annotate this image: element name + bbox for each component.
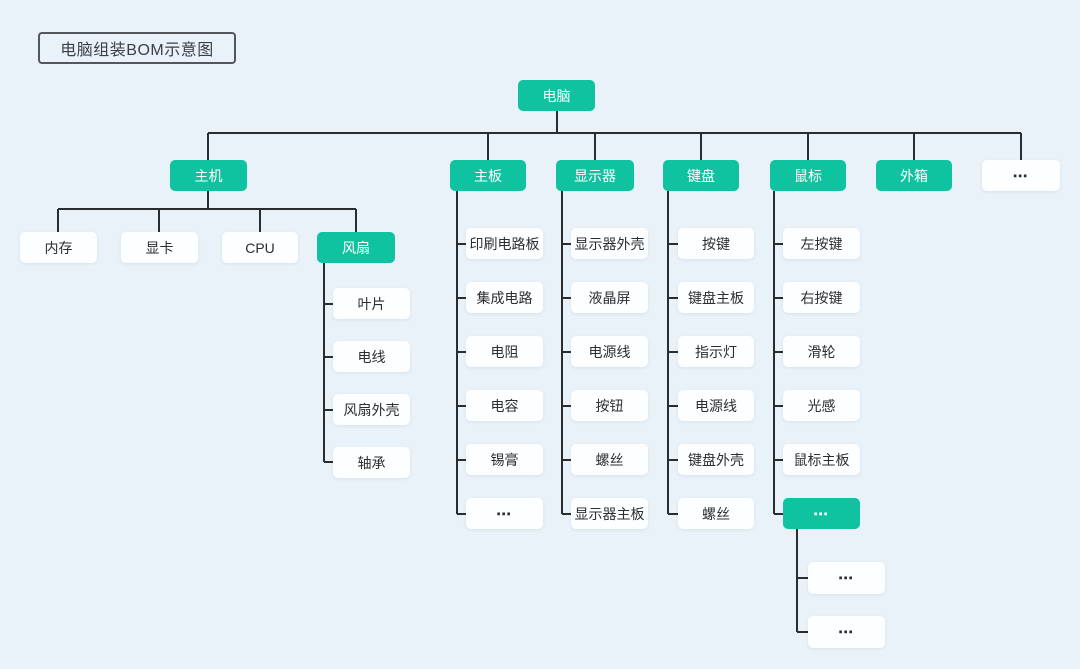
node-fan[interactable]: 风扇 bbox=[317, 232, 395, 263]
connector-motherboard bbox=[456, 191, 466, 515]
node-more-top[interactable]: ⋯ bbox=[982, 160, 1060, 191]
connector-mouse-more bbox=[796, 529, 808, 633]
node-keyboard[interactable]: 键盘 bbox=[663, 160, 739, 191]
node-computer[interactable]: 电脑 bbox=[518, 80, 595, 111]
node-keyboard-screws[interactable]: 螺丝 bbox=[678, 498, 754, 529]
node-monitor-board[interactable]: 显示器主板 bbox=[571, 498, 648, 529]
node-bearing[interactable]: 轴承 bbox=[333, 447, 410, 478]
node-monitor-power-cord[interactable]: 电源线 bbox=[571, 336, 648, 367]
node-left-button[interactable]: 左按键 bbox=[783, 228, 860, 259]
node-ic[interactable]: 集成电路 bbox=[466, 282, 543, 313]
node-monitor-screws[interactable]: 螺丝 bbox=[571, 444, 648, 475]
node-mouse-more-child-2[interactable]: ⋯ bbox=[808, 616, 885, 648]
node-resistor[interactable]: 电阻 bbox=[466, 336, 543, 367]
node-keyboard-board[interactable]: 键盘主板 bbox=[678, 282, 754, 313]
connector-level1-drops bbox=[207, 133, 1022, 160]
node-memory[interactable]: 内存 bbox=[20, 232, 97, 263]
node-mouse-more-child-1[interactable]: ⋯ bbox=[808, 562, 885, 594]
node-motherboard-more[interactable]: ⋯ bbox=[466, 498, 543, 529]
node-indicator-light[interactable]: 指示灯 bbox=[678, 336, 754, 367]
node-keyboard-power-cord[interactable]: 电源线 bbox=[678, 390, 754, 421]
node-scroll-wheel[interactable]: 滑轮 bbox=[783, 336, 860, 367]
node-light-sensor[interactable]: 光感 bbox=[783, 390, 860, 421]
node-motherboard[interactable]: 主板 bbox=[450, 160, 526, 191]
node-mouse-board[interactable]: 鼠标主板 bbox=[783, 444, 860, 475]
node-solder-paste[interactable]: 锡膏 bbox=[466, 444, 543, 475]
node-monitor[interactable]: 显示器 bbox=[556, 160, 634, 191]
node-lcd[interactable]: 液晶屏 bbox=[571, 282, 648, 313]
node-keys[interactable]: 按键 bbox=[678, 228, 754, 259]
node-right-button[interactable]: 右按键 bbox=[783, 282, 860, 313]
node-monitor-case[interactable]: 显示器外壳 bbox=[571, 228, 648, 259]
diagram-title: 电脑组装BOM示意图 bbox=[38, 32, 236, 64]
node-gpu[interactable]: 显卡 bbox=[121, 232, 198, 263]
node-pcb[interactable]: 印刷电路板 bbox=[466, 228, 543, 259]
node-cpu[interactable]: CPU bbox=[222, 232, 298, 263]
node-outer-box[interactable]: 外箱 bbox=[876, 160, 952, 191]
node-wire[interactable]: 电线 bbox=[333, 341, 410, 372]
connector-fan bbox=[323, 263, 333, 463]
node-capacitor[interactable]: 电容 bbox=[466, 390, 543, 421]
node-mouse[interactable]: 鼠标 bbox=[770, 160, 846, 191]
node-host[interactable]: 主机 bbox=[170, 160, 247, 191]
node-keyboard-case[interactable]: 键盘外壳 bbox=[678, 444, 754, 475]
node-button[interactable]: 按钮 bbox=[571, 390, 648, 421]
node-mouse-more[interactable]: ⋯ bbox=[783, 498, 860, 529]
connector-mouse bbox=[773, 191, 783, 515]
connector-host bbox=[57, 191, 357, 232]
connector-monitor bbox=[561, 191, 571, 515]
node-fan-blade[interactable]: 叶片 bbox=[333, 288, 410, 319]
connector-keyboard bbox=[667, 191, 678, 515]
node-fan-case[interactable]: 风扇外壳 bbox=[333, 394, 410, 425]
